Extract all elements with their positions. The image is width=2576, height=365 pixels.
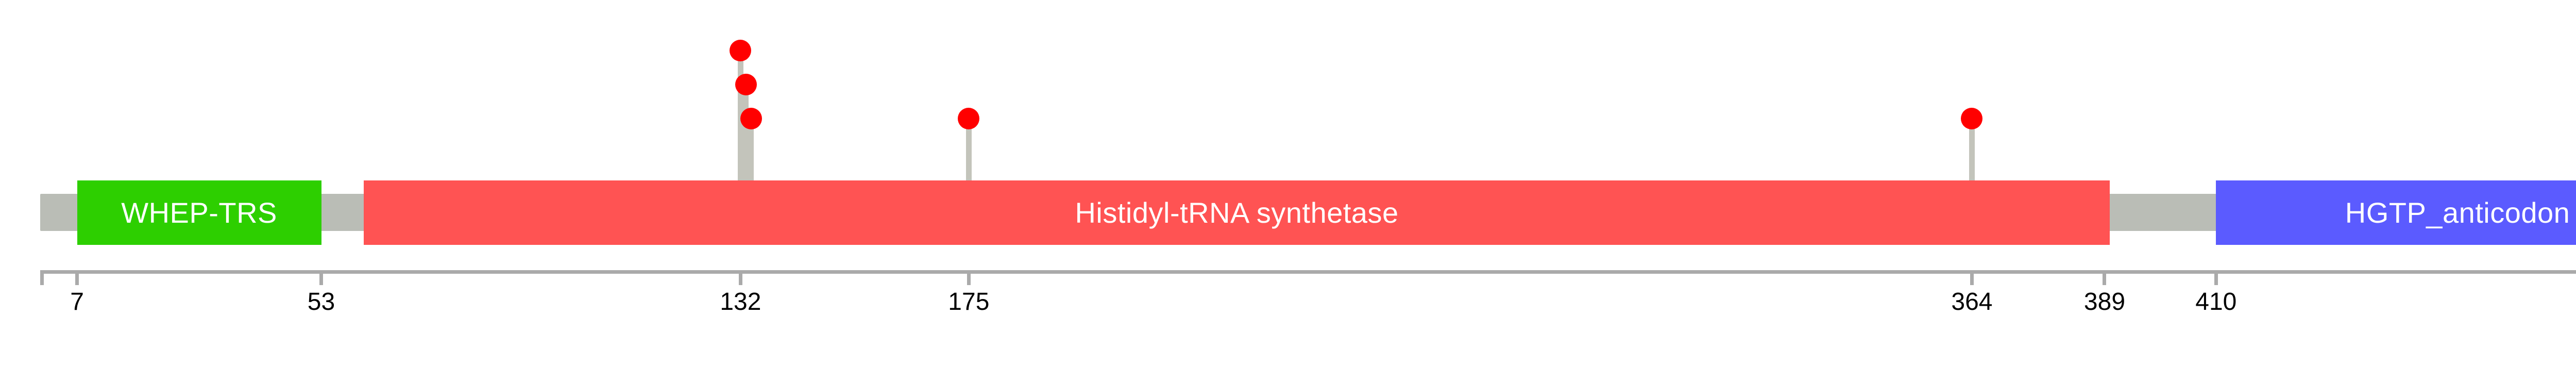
axis-tick-label: 7 xyxy=(70,288,84,316)
axis-tick-label: 389 xyxy=(2083,288,2126,316)
axis-tick-label: 410 xyxy=(2195,288,2237,316)
axis-tick xyxy=(75,270,79,285)
axis-tick xyxy=(738,270,742,285)
lollipop-stem xyxy=(1969,119,1975,180)
domain-box: HGTP_anticodon xyxy=(2216,180,2576,245)
axis-tick-label: 175 xyxy=(948,288,990,316)
lollipop-circle xyxy=(958,108,980,129)
domain-box: Histidyl-tRNA synthetase xyxy=(363,180,2110,245)
domain-label: Histidyl-tRNA synthetase xyxy=(1075,196,1399,229)
lollipop-stem xyxy=(748,119,754,180)
lollipop-stem xyxy=(965,119,972,180)
domain-label: HGTP_anticodon xyxy=(2345,196,2570,229)
lollipop-circle xyxy=(1961,108,1983,129)
axis-tick xyxy=(319,270,323,285)
domain-box: WHEP-TRS xyxy=(77,180,321,245)
axis-tick-label: 364 xyxy=(1951,288,1993,316)
axis-tick xyxy=(1970,270,1974,285)
domain-label: WHEP-TRS xyxy=(121,196,277,229)
axis-tick xyxy=(2214,270,2218,285)
lollipop-circle xyxy=(730,40,752,61)
axis-line xyxy=(40,270,2576,274)
axis-tick-label: 53 xyxy=(307,288,335,316)
axis-endcap xyxy=(40,270,44,285)
lollipop-circle xyxy=(740,108,762,129)
axis-tick xyxy=(967,270,971,285)
lollipop-circle xyxy=(735,74,757,95)
axis-tick xyxy=(2103,270,2107,285)
lollipop-stem xyxy=(743,85,749,180)
axis-tick-label: 132 xyxy=(720,288,761,316)
